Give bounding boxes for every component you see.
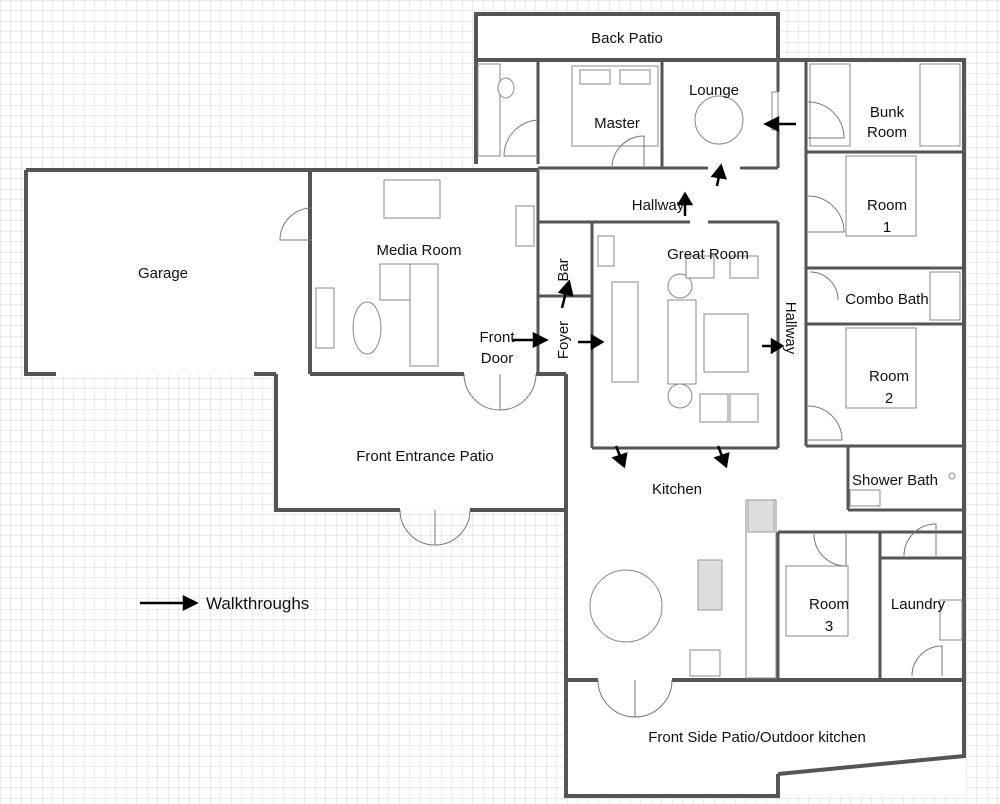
label-hallway-top: Hallway xyxy=(632,197,685,214)
arrow-kitchen-right xyxy=(713,445,730,469)
arrow-bunk-room xyxy=(763,115,796,133)
label-room1-line1: Room xyxy=(867,197,907,214)
label-great-room: Great Room xyxy=(667,246,749,263)
arrow-front-door xyxy=(512,331,549,349)
label-laundry: Laundry xyxy=(891,596,946,613)
legend-arrow xyxy=(140,594,199,612)
label-room2-line2: 2 xyxy=(885,390,893,407)
arrow-great-room xyxy=(762,337,785,355)
label-front-side-patio: Front Side Patio/Outdoor kitchen xyxy=(648,729,866,746)
arrow-lounge xyxy=(710,163,727,187)
label-shower-bath: Shower Bath xyxy=(852,472,938,489)
label-front-door-line2: Door xyxy=(481,350,514,367)
label-room1-line2: 1 xyxy=(883,219,891,236)
walkthrough-arrows xyxy=(140,115,796,612)
label-garage: Garage xyxy=(138,265,188,282)
outer-walls xyxy=(24,12,966,798)
label-front-door-line1: Front xyxy=(479,329,515,346)
arrow-kitchen-left xyxy=(611,445,628,469)
arrow-foyer xyxy=(578,333,605,351)
label-kitchen: Kitchen xyxy=(652,481,702,498)
label-master: Master xyxy=(594,115,640,132)
interior-walls xyxy=(536,60,964,680)
legend-walkthroughs-label: Walkthroughs xyxy=(206,594,309,613)
room-labels: Back Patio Lounge Master Bunk Room Hallw… xyxy=(138,30,946,746)
label-foyer: Foyer xyxy=(555,321,572,359)
arrow-hallway xyxy=(676,191,694,216)
label-combo-bath: Combo Bath xyxy=(845,291,928,308)
label-bunk-room-line2: Room xyxy=(867,124,907,141)
label-lounge: Lounge xyxy=(689,82,739,99)
label-media-room: Media Room xyxy=(376,242,461,259)
furniture xyxy=(279,63,963,718)
label-room3-line1: Room xyxy=(809,596,849,613)
label-room3-line2: 3 xyxy=(825,618,833,635)
label-bar: Bar xyxy=(555,258,572,281)
label-front-entrance-patio: Front Entrance Patio xyxy=(356,448,494,465)
label-hallway-side: Hallway xyxy=(782,302,799,355)
label-bunk-room-line1: Bunk xyxy=(870,104,905,121)
arrow-bar xyxy=(557,279,574,309)
label-room2-line1: Room xyxy=(869,368,909,385)
label-back-patio: Back Patio xyxy=(591,30,663,47)
